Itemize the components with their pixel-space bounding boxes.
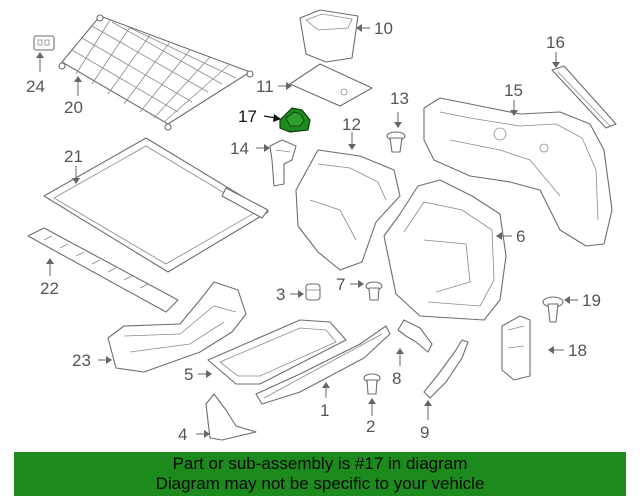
label-3: 3 (276, 285, 285, 304)
label-2: 2 (366, 417, 375, 436)
label-23: 23 (72, 351, 91, 370)
label-17: 17 (238, 107, 257, 126)
label-19: 19 (582, 291, 601, 310)
label-14: 14 (230, 139, 249, 158)
label-12: 12 (342, 115, 361, 134)
part-20-cargo-net: 20 (58, 14, 254, 131)
banner-line-disclaimer: Diagram may not be specific to your vehi… (155, 474, 485, 493)
highlight-notice-banner: Part or sub-assembly is #17 in diagram D… (14, 452, 626, 496)
banner-line-part: Part or sub-assembly is #17 in diagram (172, 454, 468, 473)
part-8-wire-bracket: 8 (392, 319, 433, 388)
part-2-push-clip: 2 (363, 373, 381, 436)
label-11: 11 (256, 77, 274, 96)
label-4: 4 (178, 425, 187, 444)
label-5: 5 (184, 365, 193, 384)
part-13-push-clip: 13 (386, 89, 409, 153)
part-12-side-liner: 12 (295, 115, 401, 271)
part-4-corner-bracket: 4 (178, 393, 257, 444)
part-21-floor-mat: 21 (43, 137, 269, 273)
label-9: 9 (420, 423, 429, 442)
part-1-cross-rail: 1 (255, 325, 391, 420)
part-16-trim-strip: 16 (546, 33, 617, 129)
part-6-side-tub: 6 (383, 179, 525, 321)
part-14-small-bracket: 14 (230, 139, 297, 187)
part-23-tray: 23 (72, 281, 247, 373)
label-20: 20 (64, 98, 83, 117)
part-15-side-trim-panel: 15 (423, 81, 613, 247)
label-8: 8 (392, 369, 401, 388)
part-22-sill-trim: 22 (27, 227, 179, 313)
exploded-parts-diagram: 24 20 10 11 17 (26, 9, 617, 444)
part-3-grommet: 3 (276, 283, 321, 304)
label-18: 18 (568, 341, 587, 360)
part-7-push-clip: 7 (336, 275, 383, 301)
label-24: 24 (26, 77, 45, 96)
part-19-push-clip: 19 (542, 291, 601, 323)
label-15: 15 (504, 81, 523, 100)
label-16: 16 (546, 33, 565, 52)
part-10-storage-box: 10 (299, 9, 393, 63)
part-5-center-panel: 5 (184, 319, 347, 385)
part-18-bracket: 18 (501, 315, 587, 381)
label-21: 21 (64, 147, 83, 166)
label-10: 10 (374, 19, 393, 38)
label-6: 6 (516, 227, 525, 246)
label-22: 22 (40, 279, 59, 298)
part-11-floor-panel: 11 (256, 63, 373, 107)
part-24-clip: 24 (26, 35, 55, 96)
label-13: 13 (390, 89, 409, 108)
part-17-bracket-highlighted: 17 (238, 107, 311, 133)
label-7: 7 (336, 275, 345, 294)
label-1: 1 (320, 401, 329, 420)
part-9-rail-bracket: 9 (420, 339, 469, 442)
